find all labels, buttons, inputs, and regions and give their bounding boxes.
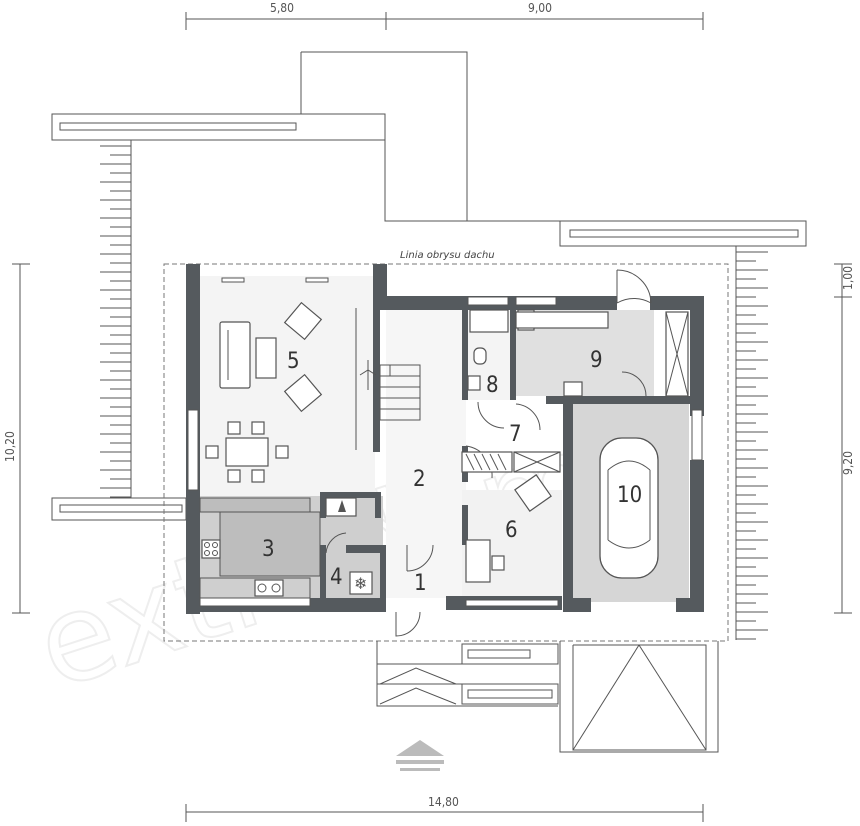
room-label-6: 6 — [505, 518, 518, 543]
room-label-2: 2 — [413, 467, 426, 492]
dining-table-icon — [225, 437, 269, 467]
living-room-furniture — [205, 301, 323, 483]
dim-top-right: 9,00 — [528, 1, 552, 15]
room-label-1: 1 — [414, 571, 427, 596]
dim-top-left: 5,80 — [270, 1, 294, 15]
room-label-4: 4 — [330, 565, 343, 590]
washbasin-icon — [467, 375, 481, 391]
pergola-outline — [51, 51, 807, 521]
room-label-8: 8 — [486, 373, 499, 398]
dimension-bottom: 14,80 — [185, 795, 704, 822]
room-label-7: 7 — [509, 422, 522, 447]
toilet-icon — [473, 347, 487, 365]
room-label-9: 9 — [590, 348, 603, 373]
doors — [325, 269, 652, 637]
stove-icon — [201, 539, 221, 559]
sofa-icon — [219, 321, 251, 389]
windows — [187, 277, 703, 607]
armchair-icon — [283, 373, 323, 413]
car-icon — [599, 437, 659, 579]
roof-outline-label: Linia obrysu dachu — [400, 250, 495, 261]
room-label-3: 3 — [262, 537, 275, 562]
desk-icon — [465, 539, 491, 583]
study-furniture — [465, 474, 552, 583]
entrance-arrow-icon — [396, 740, 444, 771]
fireplace-icon — [325, 497, 357, 517]
kitchen-furniture — [199, 497, 321, 599]
dim-right-top: 1,00 — [841, 266, 855, 290]
roof-outline — [163, 263, 729, 642]
dimension-top: 5,80 9,00 — [185, 1, 704, 30]
dimension-left: 10,20 — [3, 263, 30, 614]
armchair-icon — [283, 301, 323, 341]
room-label-5: 5 — [287, 349, 300, 374]
dim-bottom: 14,80 — [428, 795, 459, 809]
bathroom-fixtures — [467, 309, 535, 391]
armchair-icon — [514, 474, 552, 512]
dim-left: 10,20 — [3, 431, 17, 462]
shower-icon — [469, 309, 509, 333]
svg-text:❄: ❄ — [354, 574, 367, 593]
driveway — [559, 641, 719, 753]
room-labels: 1 2 3 4 5 6 7 8 9 10 — [262, 348, 642, 596]
coffee-table-icon — [255, 337, 277, 379]
dim-right-main: 9,20 — [841, 451, 855, 475]
snowflake-icon: ❄ — [349, 571, 373, 595]
wardrobe — [461, 311, 689, 473]
entrance-steps — [376, 641, 559, 707]
room-label-10: 10 — [617, 483, 642, 508]
staircase — [355, 308, 421, 450]
terrace-right-deck — [735, 246, 768, 640]
dimension-right: 1,00 9,20 — [834, 263, 855, 614]
terrace-left-deck — [100, 140, 132, 498]
